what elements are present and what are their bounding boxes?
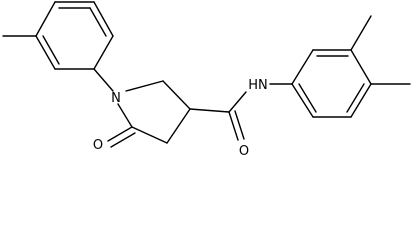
ring-nitrogen-label: N xyxy=(111,91,121,106)
amide-nitrogen-label: HN xyxy=(248,78,268,93)
bond xyxy=(228,91,247,113)
bond xyxy=(162,80,191,110)
bond xyxy=(117,103,133,128)
bond xyxy=(93,68,114,92)
bond xyxy=(107,126,133,142)
molecule-structure: HN N O O xyxy=(2,1,411,159)
bond xyxy=(350,83,372,118)
bond xyxy=(298,83,317,113)
bond xyxy=(350,49,372,85)
amide-oxygen-label: O xyxy=(239,144,249,159)
bond xyxy=(166,108,191,144)
bond xyxy=(35,1,56,37)
bond xyxy=(291,83,314,118)
bond xyxy=(189,108,230,113)
bond xyxy=(110,132,136,148)
bond xyxy=(291,49,314,85)
bond xyxy=(93,1,114,37)
bond xyxy=(93,35,114,70)
bond xyxy=(228,111,239,141)
bond xyxy=(350,15,372,51)
bond xyxy=(346,83,365,113)
bond xyxy=(125,80,164,92)
bond xyxy=(89,7,107,37)
bond xyxy=(42,35,60,65)
lactam-oxygen-label: O xyxy=(93,138,103,153)
bond xyxy=(35,35,56,70)
bonds xyxy=(2,1,411,148)
bond xyxy=(131,126,168,144)
bond xyxy=(234,110,245,140)
